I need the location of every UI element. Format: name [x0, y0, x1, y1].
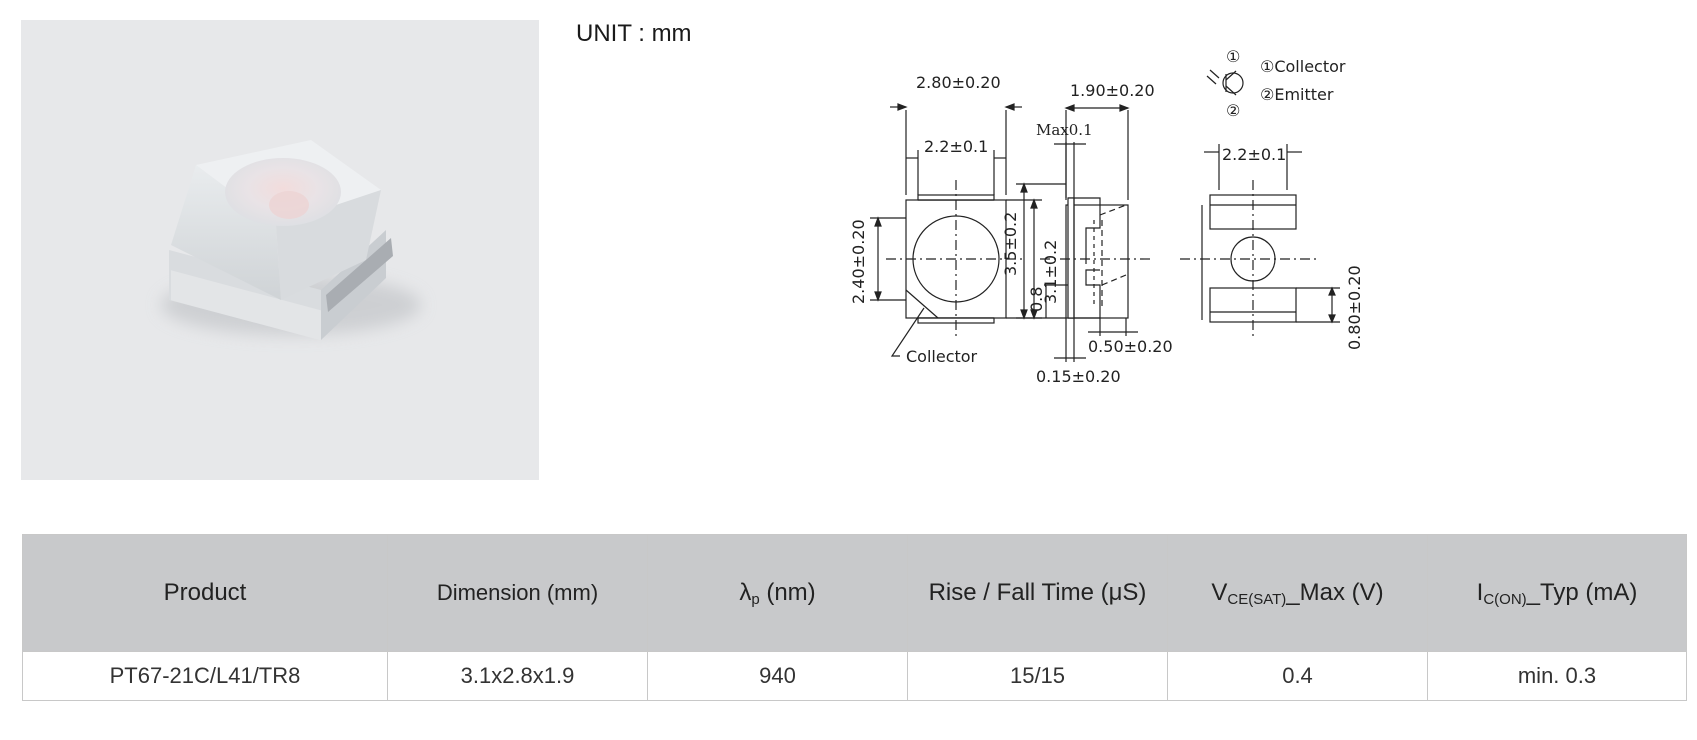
product-photo [21, 20, 539, 480]
side-max-dim: Max0.1 [1036, 121, 1093, 139]
side-bottom-dim-1: 0.50±0.20 [1088, 337, 1173, 356]
bottom-pad-dim: 0.80±0.20 [1345, 265, 1364, 350]
header-vce: VCE(SAT)_Max (V) [1167, 534, 1428, 652]
spec-table: Product Dimension (mm) λp (nm) Rise / Fa… [22, 534, 1687, 701]
bottom-inner-width-dim: 2.2±0.1 [1222, 145, 1286, 164]
cell-dimension: 3.1x2.8x1.9 [387, 651, 648, 701]
top-view [870, 103, 1042, 357]
table-header-row: Product Dimension (mm) λp (nm) Rise / Fa… [22, 534, 1687, 652]
top-width-dim: 2.80±0.20 [916, 73, 1001, 92]
symbol-pin1: ① [1226, 47, 1240, 66]
top-left-height-dim: 2.40±0.20 [849, 219, 868, 304]
phototransistor-symbol [1206, 69, 1244, 96]
side-width-dim: 1.90±0.20 [1070, 81, 1155, 100]
legend-collector: ①Collector [1260, 57, 1346, 76]
header-ic: IC(ON)_Typ (mA) [1427, 534, 1687, 652]
cell-wavelength: 940 [647, 651, 908, 701]
cell-rise-fall: 15/15 [907, 651, 1168, 701]
side-lead-dim: 0.8 [1027, 287, 1046, 312]
cell-vce: 0.4 [1167, 651, 1428, 701]
led-package-illustration [161, 140, 421, 341]
bottom-view [1180, 144, 1340, 340]
header-wavelength: λp (nm) [647, 534, 908, 652]
top-collector-label: Collector [906, 347, 978, 366]
legend-emitter: ②Emitter [1260, 85, 1334, 104]
dimension-drawing: 2.80±0.20 2.2±0.1 2.40±0.20 3.1±0.2 Coll… [820, 40, 1480, 405]
cell-ic: min. 0.3 [1427, 651, 1687, 701]
side-bottom-dim-2: 0.15±0.20 [1036, 367, 1121, 386]
side-height-dim: 3.5±0.2 [1001, 212, 1020, 276]
symbol-pin2: ② [1226, 101, 1240, 120]
header-dimension: Dimension (mm) [387, 534, 648, 652]
unit-label: UNIT : mm [576, 20, 692, 47]
header-product: Product [22, 534, 388, 652]
cell-product: PT67-21C/L41/TR8 [22, 651, 388, 701]
table-row: PT67-21C/L41/TR8 3.1x2.8x1.9 940 15/15 0… [22, 651, 1687, 701]
side-view [1016, 104, 1150, 362]
top-inner-width-dim: 2.2±0.1 [924, 137, 988, 156]
header-rise-fall: Rise / Fall Time (μS) [907, 534, 1168, 652]
